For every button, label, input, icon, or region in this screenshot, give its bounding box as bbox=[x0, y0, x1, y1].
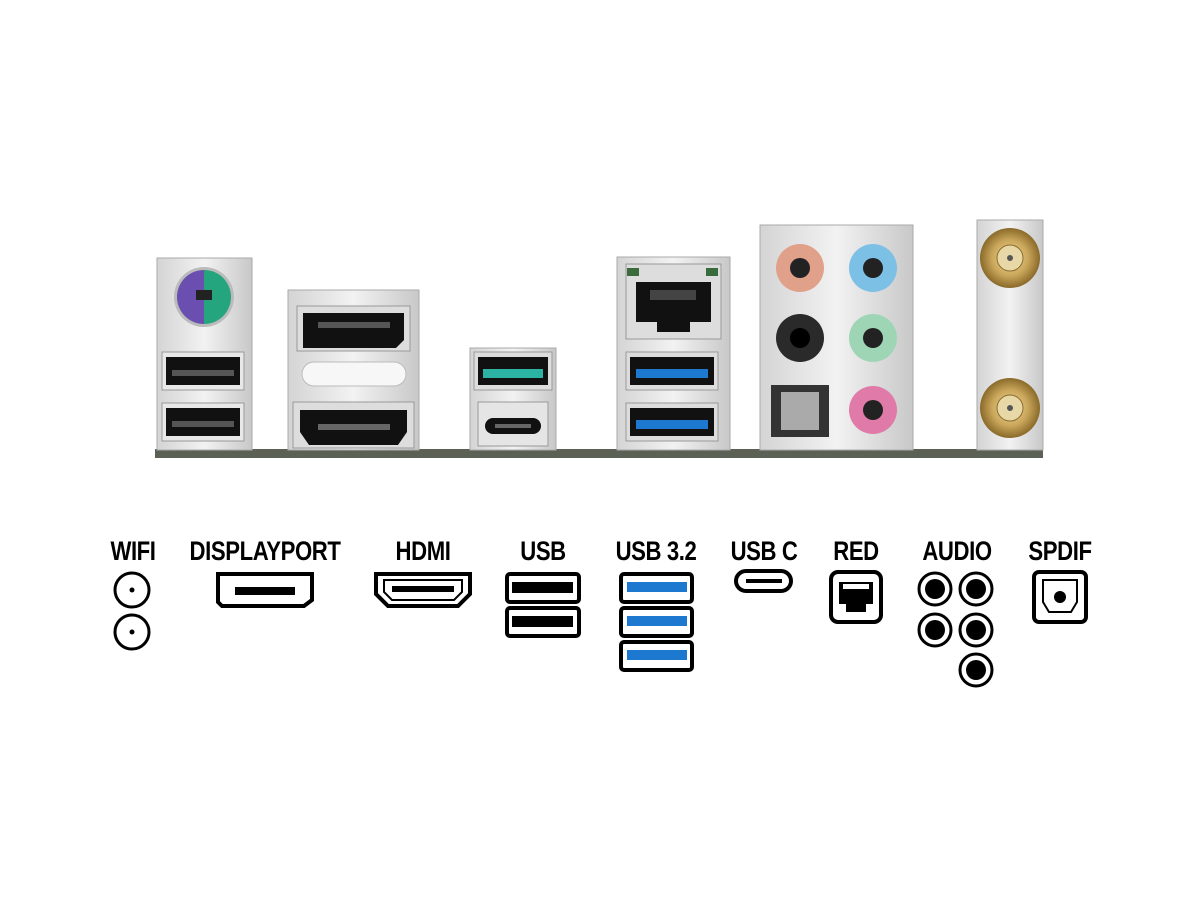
usb-c-port bbox=[477, 401, 549, 447]
dp-hdmi-module bbox=[287, 289, 420, 451]
usb2-port-2 bbox=[161, 402, 245, 442]
usb-3-2-icon bbox=[619, 572, 694, 672]
audio-jack-blue bbox=[849, 244, 897, 292]
ps2-usb-module bbox=[156, 257, 253, 451]
usb3-port-1 bbox=[625, 351, 719, 391]
io-panel-photo bbox=[155, 219, 1044, 458]
label-usb: USB bbox=[520, 536, 566, 566]
label-usb-3-2: USB 3.2 bbox=[615, 536, 697, 566]
audio-jack-green bbox=[849, 314, 897, 362]
label-spdif: SPDIF bbox=[1028, 536, 1092, 566]
ethernet-icon bbox=[829, 570, 883, 624]
wifi-module bbox=[976, 219, 1044, 451]
usb-typec-module bbox=[469, 347, 557, 451]
ps2-port bbox=[174, 267, 234, 327]
hdmi-icon bbox=[374, 572, 472, 608]
usb-c-icon bbox=[734, 569, 793, 593]
audio-jack-black bbox=[776, 314, 824, 362]
displayport-icon bbox=[216, 572, 314, 608]
usb-teal-port bbox=[473, 351, 553, 391]
label-red: RED bbox=[833, 536, 879, 566]
label-wifi: WIFI bbox=[110, 536, 156, 566]
displayport-port bbox=[296, 305, 411, 352]
audio-jack-pink bbox=[849, 386, 897, 434]
antenna-connector-2 bbox=[980, 378, 1040, 438]
audio-jack-orange bbox=[776, 244, 824, 292]
usb2-port-1 bbox=[161, 351, 245, 391]
blank-cover bbox=[301, 361, 407, 387]
usb-icon bbox=[505, 572, 581, 638]
label-hdmi: HDMI bbox=[395, 536, 451, 566]
audio-module bbox=[759, 224, 914, 451]
lan-port bbox=[625, 263, 722, 340]
spdif-port bbox=[771, 385, 829, 437]
label-audio: AUDIO bbox=[922, 536, 992, 566]
hdmi-port bbox=[292, 401, 415, 449]
pcb-edge bbox=[155, 449, 1043, 458]
spdif-icon bbox=[1032, 570, 1088, 624]
antenna-connector-1 bbox=[980, 228, 1040, 288]
audio-icon bbox=[917, 571, 994, 688]
label-displayport: DISPLAYPORT bbox=[189, 536, 341, 566]
wifi-icon bbox=[113, 571, 151, 651]
lan-usb3-module bbox=[616, 256, 731, 451]
label-usb-c: USB C bbox=[730, 536, 798, 566]
usb3-port-2 bbox=[625, 402, 719, 442]
